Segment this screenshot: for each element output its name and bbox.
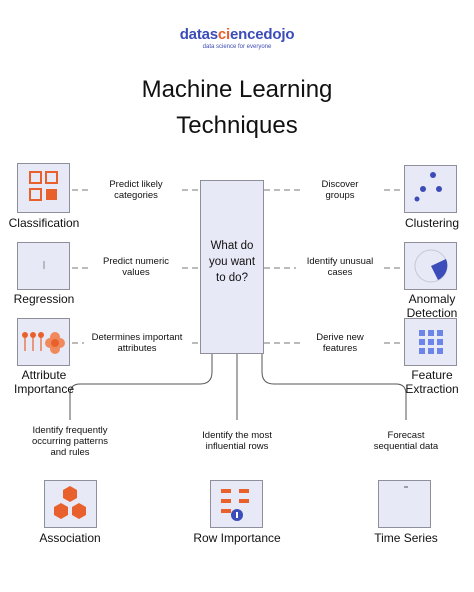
feature-extraction-question: Derive new features [300, 332, 380, 354]
association-card [44, 480, 97, 528]
grid-squares-icon [29, 171, 58, 201]
title-line-1: Machine Learning [141, 76, 333, 103]
anomaly-detection-q1: Identify unusual [306, 256, 374, 267]
attribute-importance-q2: attributes [117, 343, 157, 354]
center-line-1: What do [210, 240, 254, 252]
pie-slice-icon [414, 249, 448, 283]
association-label: Association [39, 531, 101, 545]
regression-label: Regression [13, 292, 75, 306]
association-q2: occurring patterns [31, 436, 109, 447]
clustering-question: Discover groups [300, 179, 380, 201]
clustering-q1: Discover [321, 179, 359, 190]
time-series-card [378, 480, 431, 528]
classification-question: Predict likely categories [92, 179, 180, 201]
time-series-label: Time Series [374, 531, 438, 545]
pins-and-flower-icon [22, 332, 65, 354]
feature-extraction-q1: Derive new [316, 332, 364, 343]
row-importance-question: Identify the most influential rows [187, 430, 287, 452]
center-question-box [200, 180, 264, 354]
classification-card [17, 163, 70, 213]
row-importance-q2: influential rows [205, 441, 269, 452]
classification-q1: Predict likely [109, 179, 163, 190]
title-line-2: Techniques [176, 112, 298, 139]
logo-tagline: data science for everyone [202, 44, 272, 50]
association-q1: Identify frequently [32, 425, 108, 436]
anomaly-detection-q2: cases [327, 267, 353, 278]
anomaly-detection-label-1: Anomaly [408, 292, 456, 306]
rows-icon [221, 489, 249, 521]
attribute-importance-label-1: Attribute [21, 368, 67, 382]
regression-q2: values [122, 267, 150, 278]
attribute-importance-label: Attribute Importance [0, 368, 88, 396]
page-title: Machine Learning Techniques [0, 72, 474, 144]
attribute-importance-card [17, 318, 70, 366]
attribute-importance-question: Determines important attributes [84, 332, 190, 354]
anomaly-detection-label: Anomaly Detection [394, 292, 470, 320]
anomaly-detection-question: Identify unusual cases [296, 256, 384, 278]
center-line-2: you want [208, 256, 256, 268]
row-importance-label: Row Importance [193, 531, 281, 545]
row-importance-q1: Identify the most [202, 430, 272, 441]
clustering-card [404, 165, 457, 213]
dots-icon [414, 172, 442, 202]
association-question: Identify frequently occurring patterns a… [20, 425, 120, 458]
classification-label: Classification [8, 216, 80, 230]
row-importance-card [210, 480, 263, 528]
time-series-question: Forecast sequential data [356, 430, 456, 452]
time-series-icon [404, 486, 408, 488]
brand-logo: datasciencedojo data science for everyon… [0, 26, 474, 50]
classification-q2: categories [114, 190, 158, 201]
feature-extraction-label-1: Feature [411, 368, 453, 382]
feature-extraction-label: Feature Extraction [394, 368, 470, 396]
clustering-label: Clustering [404, 216, 460, 230]
logo-text-2: ci [217, 26, 231, 43]
logo-text-1: datas [179, 26, 218, 43]
cubes-icon [54, 486, 86, 519]
regression-card [17, 242, 70, 290]
association-q3: and rules [50, 447, 90, 458]
time-series-q1: Forecast [387, 430, 425, 441]
feature-extraction-q2: features [322, 343, 358, 354]
anomaly-detection-label-2: Detection [406, 306, 458, 320]
anomaly-detection-card [404, 242, 457, 290]
connector-association [69, 354, 213, 420]
center-question: What do you want to do? [200, 238, 264, 286]
feature-extraction-card [404, 318, 457, 366]
clustering-q2: groups [325, 190, 355, 201]
time-series-q2: sequential data [373, 441, 439, 452]
regression-q1: Predict numeric [103, 256, 169, 267]
line-icon [43, 261, 45, 269]
attribute-importance-q1: Determines important [91, 332, 183, 343]
logo-text-3: ence [230, 26, 264, 43]
regression-question: Predict numeric values [92, 256, 180, 278]
logo-text-4: dojo [263, 26, 295, 43]
center-line-3: to do? [216, 272, 248, 284]
attribute-importance-label-2: Importance [13, 382, 75, 396]
tile-grid-icon [419, 330, 443, 354]
feature-extraction-label-2: Extraction [405, 382, 459, 396]
connector-time-series [261, 354, 407, 420]
